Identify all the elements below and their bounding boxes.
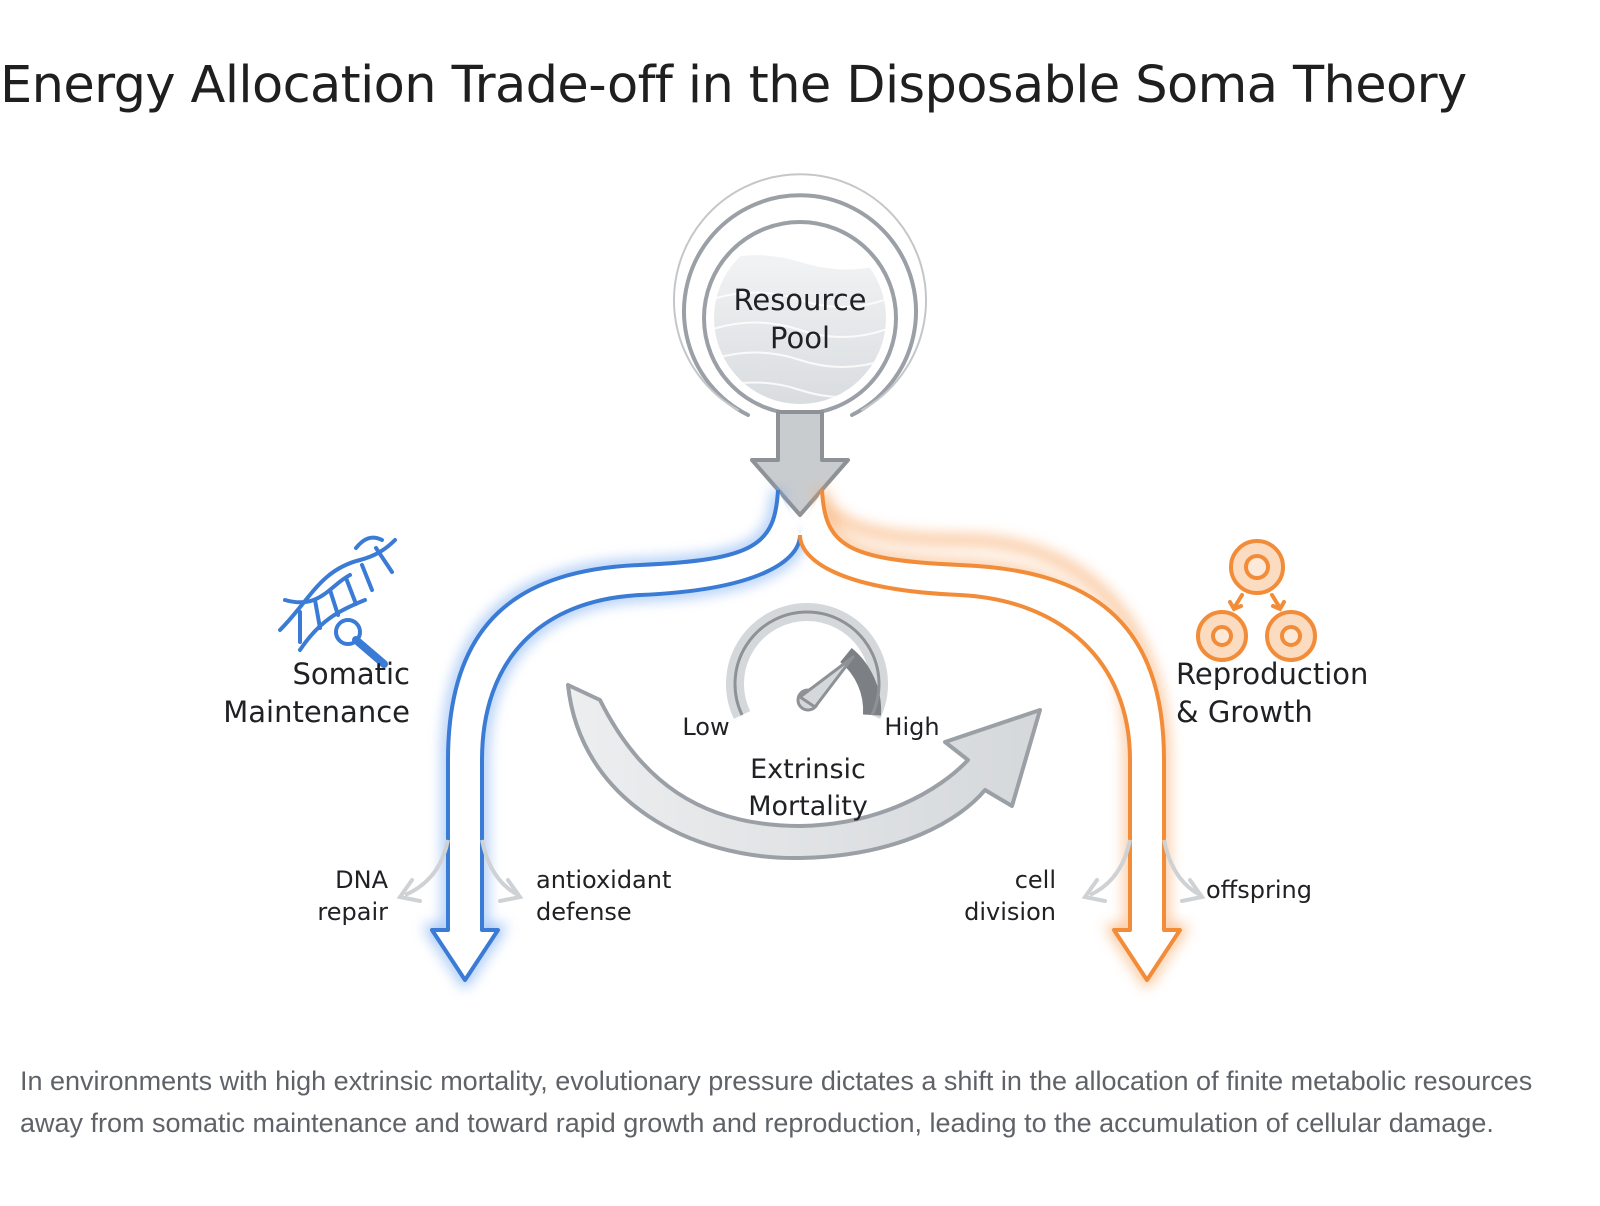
offspring-label: offspring: [1206, 876, 1312, 904]
page-title: Energy Allocation Trade-off in the Dispo…: [0, 56, 1467, 115]
dna-wrench-icon: [278, 535, 397, 668]
reproduction-growth-label-line1: Reproduction: [1176, 657, 1368, 691]
somatic-flow-arrow: [396, 489, 805, 990]
allocation-shift-arrow: [566, 683, 1042, 861]
dna-repair-label-line2: repair: [317, 898, 388, 926]
resource-pool-label-line1: Resource: [734, 283, 867, 317]
antioxidant-defense-label-line2: defense: [536, 898, 632, 926]
gauge-low-label: Low: [682, 713, 729, 741]
gauge-high-label: High: [884, 713, 939, 741]
resource-pool: Resource Pool: [673, 173, 927, 517]
reproduction-growth-label-line2: & Growth: [1176, 695, 1313, 729]
dna-repair-label-line1: DNA: [335, 866, 388, 894]
figure-caption: In environments with high extrinsic mort…: [20, 1066, 1533, 1138]
cell-division-icon: [1196, 539, 1317, 662]
allocation-diagram: Resource Pool Low High Extrinsic Mortali: [223, 173, 1368, 990]
antioxidant-defense-label-line1: antioxidant: [536, 866, 671, 894]
gauge-icon: [726, 603, 888, 719]
resource-pool-label-line2: Pool: [770, 321, 830, 355]
extrinsic-mortality-label-line2: Mortality: [748, 791, 868, 822]
cell-division-label-line2: division: [964, 898, 1056, 926]
somatic-maintenance-label-line2: Maintenance: [223, 695, 410, 729]
somatic-maintenance-label-line1: Somatic: [292, 657, 410, 691]
reproduction-flow-arrow: [798, 489, 1206, 990]
extrinsic-mortality-label-line1: Extrinsic: [750, 754, 866, 785]
cell-division-label-line1: cell: [1015, 866, 1056, 894]
